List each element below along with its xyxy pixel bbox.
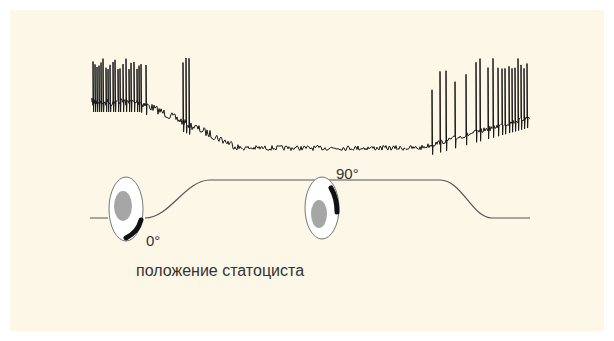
statolith — [114, 191, 132, 221]
angle-label: 90° — [336, 166, 359, 181]
statocyst-outline — [109, 177, 143, 241]
axis-caption: положение статоциста — [136, 263, 304, 279]
receptor-patch — [126, 220, 141, 238]
spike-trace — [92, 58, 530, 155]
angle-label: 0° — [146, 233, 160, 248]
receptor-patch — [331, 188, 337, 212]
statolith — [311, 200, 327, 228]
background-panel — [10, 10, 604, 331]
statocyst-outline — [305, 177, 339, 239]
